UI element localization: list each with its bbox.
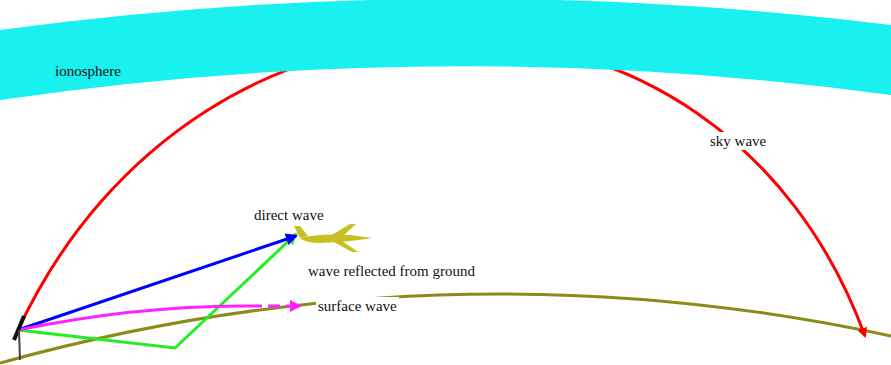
wave-label: sky wave	[708, 132, 768, 150]
ionosphere-band: ionosphere	[0, 0, 891, 110]
band-fill	[0, 0, 891, 100]
antenna	[14, 316, 24, 360]
sky-wave-path	[18, 38, 865, 336]
surface-wave-path	[18, 306, 250, 330]
surface-wave-dash	[250, 305, 300, 308]
band-label: ionosphere	[55, 62, 121, 80]
reflected-wave-path	[18, 234, 296, 348]
aircraft	[294, 224, 372, 252]
band-shape	[0, 0, 891, 110]
direct-wave-path	[18, 236, 296, 330]
earth-surface	[0, 294, 891, 363]
wave-label: direct wave	[252, 206, 326, 224]
wave-label: surface wave	[316, 297, 399, 315]
wave-label: wave reflected from ground	[306, 262, 477, 280]
